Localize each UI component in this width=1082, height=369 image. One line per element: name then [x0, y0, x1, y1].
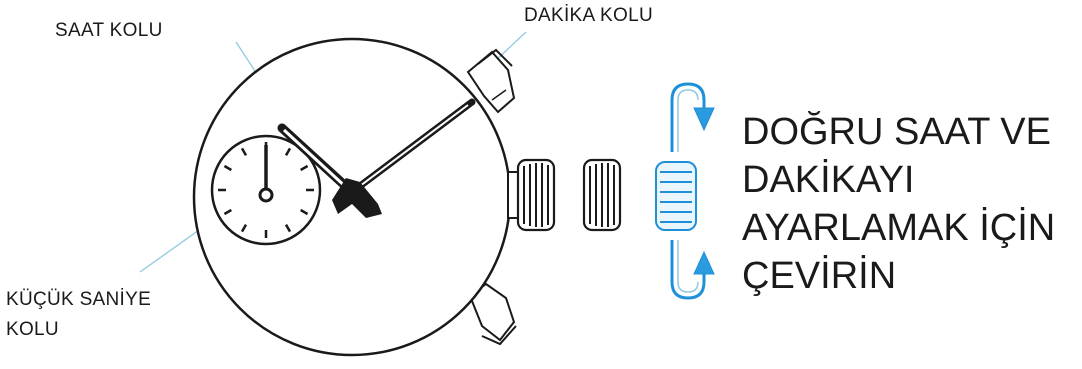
instruction-line3: AYARLAMAK İÇİN [742, 207, 1056, 249]
subdial-tick [284, 147, 292, 156]
subdial-tick [284, 224, 292, 233]
upper-pusher-icon [466, 48, 516, 114]
subdial-tick [223, 164, 232, 172]
crown-icon [507, 158, 556, 232]
subdial-tick [223, 208, 232, 216]
instruction-text: DOĞRU SAAT VE DAKİKAYI AYARLAMAK İÇİN ÇE… [742, 108, 1055, 300]
instruction-line1: DOĞRU SAAT VE [742, 111, 1051, 153]
instruction-line4: ÇEVİRİN [742, 255, 897, 297]
crown-pulled-icon [582, 158, 622, 232]
rotate-down-arrow-icon [670, 82, 715, 152]
small-second-label-line2: KOLU [6, 319, 59, 340]
lower-pusher-icon [468, 282, 517, 346]
instruction-line2: DAKİKAYI [742, 159, 915, 201]
minute-hand-leader [493, 31, 527, 63]
subdial-tick [300, 208, 309, 216]
hands-center [332, 178, 382, 218]
hour-hand-label: SAAT KOLU [55, 20, 163, 41]
rotate-up-arrow-icon [670, 240, 715, 300]
minute-hand [348, 98, 476, 196]
subdial-tick [300, 164, 309, 172]
hour-hand [277, 123, 357, 197]
subdial-tick [240, 224, 248, 233]
minute-hand-label: DAKİKA KOLU [524, 5, 653, 26]
small-second-label-line1: KÜÇÜK SANİYE [6, 289, 152, 310]
crown-rotating-icon [655, 161, 697, 231]
subdial-tick [240, 147, 248, 156]
small-seconds-subdial [210, 134, 322, 246]
